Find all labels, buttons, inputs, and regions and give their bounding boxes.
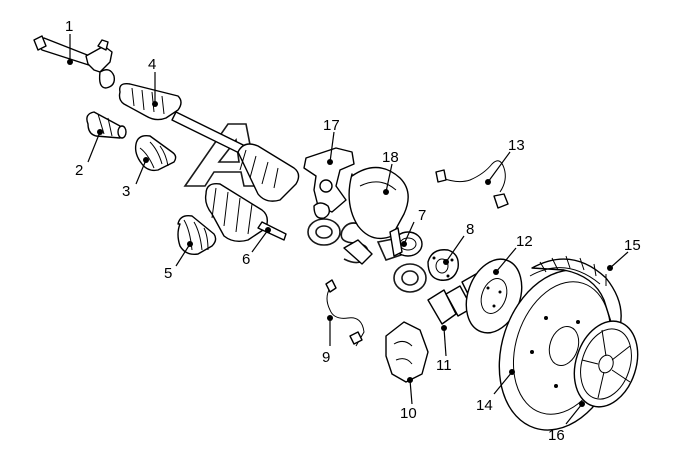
part-8-hub [427, 249, 459, 281]
part-6-boot-shaft [204, 183, 287, 243]
part-9-brake-hose [325, 279, 365, 347]
callout-8: 8 [466, 221, 474, 238]
leader-lines [67, 34, 629, 425]
part-3-boot [134, 134, 177, 172]
callout-12: 12 [516, 233, 533, 250]
callout-7: 7 [418, 207, 426, 224]
callout-10: 10 [400, 405, 417, 422]
part-1-tie-rod [33, 35, 116, 89]
part-15-tire [529, 255, 622, 339]
part-17-knuckle [303, 147, 355, 219]
callout-13: 13 [508, 137, 525, 154]
callout-9: 9 [322, 349, 330, 366]
callout-18: 18 [382, 149, 399, 166]
part-4-drive-shaft [118, 82, 300, 202]
callout-14: 14 [476, 397, 493, 414]
callout-16: 16 [548, 427, 565, 444]
callout-labels: 1 2 3 4 5 6 7 8 9 10 11 12 13 14 15 16 1… [65, 18, 641, 444]
part-10-caliper [385, 321, 429, 383]
part-18-dust-shield [343, 166, 409, 265]
part-16-hubcap [573, 320, 639, 408]
part-13-abs-sensor [435, 160, 509, 209]
callout-11: 11 [436, 357, 452, 374]
callout-15: 15 [624, 237, 641, 254]
callout-1: 1 [65, 18, 73, 35]
part-7-bearing [389, 227, 423, 257]
part-5-boot [177, 214, 217, 256]
callout-4: 4 [148, 56, 156, 73]
callout-6: 6 [242, 251, 250, 268]
callout-2: 2 [75, 162, 83, 179]
callout-17: 17 [323, 117, 340, 134]
callout-5: 5 [164, 265, 172, 282]
part-2-inner-joint [86, 111, 127, 139]
callout-3: 3 [122, 183, 130, 200]
